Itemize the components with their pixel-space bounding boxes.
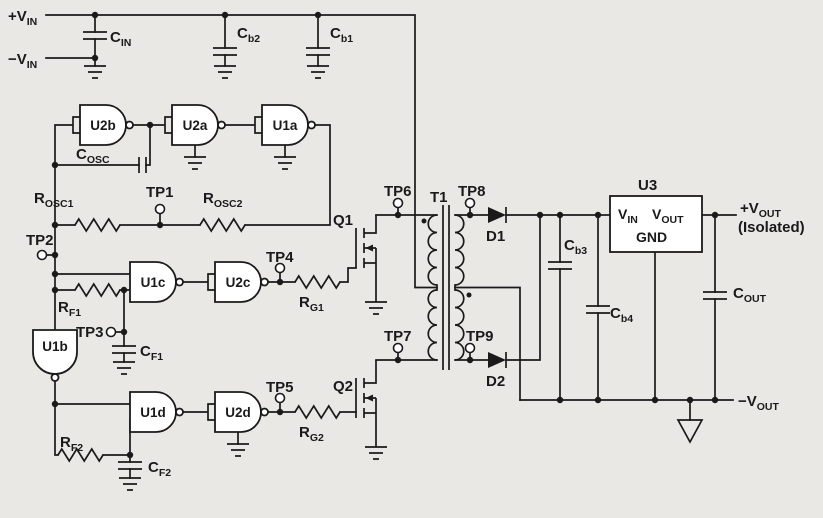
q2-body-arrow xyxy=(365,394,373,402)
wire-secondary-centertap xyxy=(454,286,521,401)
q1-body-arrow xyxy=(365,244,373,252)
label-cb1: Cb1 xyxy=(330,25,353,45)
label-vout-isolated: (Isolated) xyxy=(738,219,805,236)
regulator-u3-box xyxy=(609,195,703,253)
t1-primary-upper xyxy=(427,214,438,286)
label-d1: D1 xyxy=(486,228,505,245)
testpoint-tp2 xyxy=(36,249,48,261)
wire-d2-return xyxy=(505,214,541,361)
label-u1a: U1a xyxy=(273,118,298,133)
label-vin-neg: −VIN xyxy=(8,51,37,71)
t1-polarity-dot-secondary xyxy=(466,292,472,298)
label-cf1: CF1 xyxy=(140,343,163,363)
label-q1: Q1 xyxy=(333,212,353,229)
label-rf2: RF2 xyxy=(60,434,83,454)
label-rg2: RG2 xyxy=(299,424,324,444)
label-t1: T1 xyxy=(430,189,448,206)
label-rosc2: ROSC2 xyxy=(203,190,243,210)
mosfet-q1 xyxy=(355,215,377,302)
label-tp2: TP2 xyxy=(26,232,54,249)
t1-primary-lower xyxy=(427,289,438,361)
label-tp1: TP1 xyxy=(146,184,174,201)
label-u3-gnd: GND xyxy=(636,229,667,245)
label-d2: D2 xyxy=(486,373,505,390)
label-vout-neg: −VOUT xyxy=(738,393,780,413)
label-cb3: Cb3 xyxy=(564,237,587,257)
label-cin: CIN xyxy=(110,29,131,49)
label-vin-pos: +VIN xyxy=(8,8,37,28)
label-tp5: TP5 xyxy=(266,379,294,396)
label-tp6: TP6 xyxy=(384,183,412,200)
isolated-ground-icon xyxy=(676,419,704,444)
label-tp7: TP7 xyxy=(384,328,412,345)
label-tp4: TP4 xyxy=(266,249,294,266)
diode-d2 xyxy=(488,352,507,368)
t1-secondary-lower xyxy=(454,289,465,361)
label-u1b: U1b xyxy=(42,339,68,354)
wire-gate-grounds xyxy=(194,144,286,445)
labels: +VIN −VIN CIN Cb2 Cb1 U2b U2a U1a U1c U2… xyxy=(8,8,805,479)
mosfet-q2 xyxy=(355,360,377,447)
wire-u1b-output xyxy=(54,380,131,479)
label-tp9: TP9 xyxy=(466,328,494,345)
label-q2: Q2 xyxy=(333,378,353,395)
transformer-t1 xyxy=(421,205,472,370)
label-rf1: RF1 xyxy=(58,299,81,319)
label-vout-pos: +VOUT xyxy=(740,200,782,220)
wires xyxy=(45,14,737,479)
label-u2b: U2b xyxy=(90,118,116,133)
testpoint-tp3 xyxy=(105,326,117,338)
gate-u1b xyxy=(32,329,78,382)
label-u3: U3 xyxy=(638,177,657,194)
label-rg1: RG1 xyxy=(299,294,324,314)
label-cout: COUT xyxy=(733,285,767,305)
label-u2a: U2a xyxy=(183,118,208,133)
label-u2c: U2c xyxy=(226,275,251,290)
label-rosc1: ROSC1 xyxy=(34,190,74,210)
label-cf2: CF2 xyxy=(148,459,171,479)
label-u1d: U1d xyxy=(140,405,166,420)
label-cb2: Cb2 xyxy=(237,25,260,45)
t1-core xyxy=(442,205,450,370)
t1-secondary-upper xyxy=(454,214,465,286)
label-u3-vout: VOUT xyxy=(652,206,684,226)
label-tp3: TP3 xyxy=(76,324,104,341)
wire-cin-branch xyxy=(45,14,96,67)
label-tp8: TP8 xyxy=(458,183,486,200)
t1-polarity-dot-primary xyxy=(421,218,427,224)
wire-vin-top-rail xyxy=(45,14,438,289)
gates xyxy=(32,104,316,433)
label-cosc: COSC xyxy=(76,146,110,166)
testpoint-tp1 xyxy=(154,203,166,215)
label-cb4: Cb4 xyxy=(610,305,633,325)
label-u1c: U1c xyxy=(141,275,166,290)
label-u3-vin: VIN xyxy=(618,206,638,226)
diode-d1 xyxy=(488,207,507,223)
label-u2d: U2d xyxy=(225,405,251,420)
